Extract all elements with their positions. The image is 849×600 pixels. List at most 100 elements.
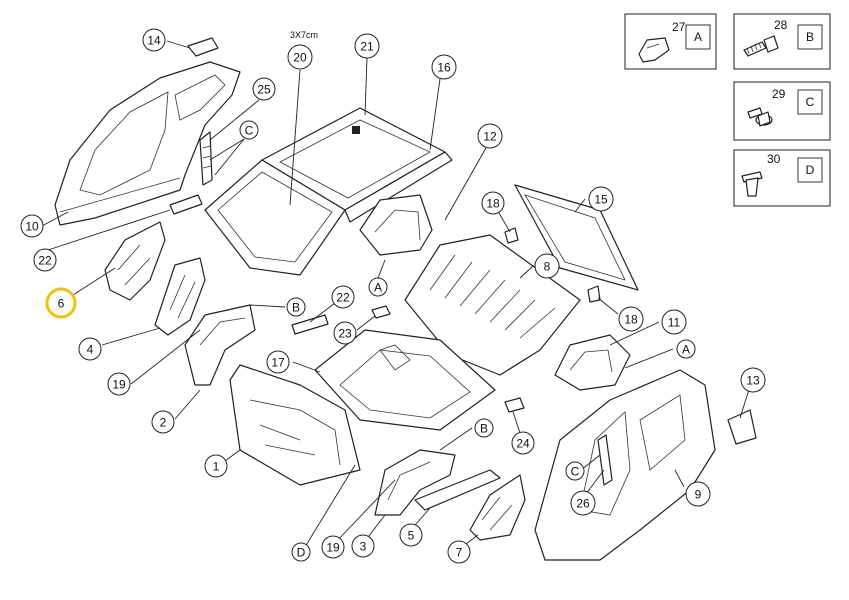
callout-label: C xyxy=(245,124,254,138)
callout-label: 12 xyxy=(483,130,497,144)
callout-10: 10 xyxy=(20,214,44,238)
callout-7: 7 xyxy=(447,540,471,564)
callout-label: 17 xyxy=(271,356,285,370)
callout-label: B xyxy=(480,422,488,436)
callout-label: 15 xyxy=(594,193,608,207)
part-6-front-fender xyxy=(104,221,166,301)
part-7-rear-fender xyxy=(469,474,526,541)
callout-label: 19 xyxy=(112,378,126,392)
spec-note: 3X7cm xyxy=(290,30,318,40)
part-2-front-wheelhouse xyxy=(184,304,256,386)
part-24-pad xyxy=(504,397,525,413)
callout-8: 8 xyxy=(534,253,560,279)
callout-label: 18 xyxy=(486,197,500,211)
callout-label: 19 xyxy=(326,541,340,555)
legend-item-29: 29 C xyxy=(733,81,831,141)
callout-label: 1 xyxy=(213,460,220,474)
part-16-roof-rail xyxy=(344,151,453,223)
legend-item-27: 27 A xyxy=(624,13,717,70)
callout-5: 5 xyxy=(399,523,423,547)
callout-label: 9 xyxy=(695,488,702,502)
legend-letter: C xyxy=(806,95,815,109)
part-3-wheelhouse-lower xyxy=(374,449,456,516)
callout-1: 1 xyxy=(204,454,228,478)
part-17-front-floor xyxy=(314,329,496,431)
callout-label: 25 xyxy=(257,83,271,97)
callout-label: B xyxy=(292,301,300,315)
callout-label: 8 xyxy=(544,260,551,274)
callout-14: 14 xyxy=(142,28,166,52)
callout-C: C xyxy=(565,461,585,481)
callout-label: 2 xyxy=(160,416,167,430)
screw-fastener-icon xyxy=(743,35,779,57)
legend-item-30: 30 D xyxy=(733,149,831,207)
callout-label: A xyxy=(374,281,382,295)
callout-C: C xyxy=(239,120,259,140)
part-22-strip xyxy=(291,314,329,335)
callout-25: 25 xyxy=(252,77,276,101)
legend-letter: D xyxy=(806,163,815,177)
callout-18: 18 xyxy=(618,306,644,332)
part-23-pad xyxy=(371,305,391,319)
fastener-legend: 27 A 28 B 29 C xyxy=(624,13,831,207)
part-4-pillar-inner xyxy=(154,257,206,336)
callout-A: A xyxy=(676,339,696,359)
part-26-pillar xyxy=(597,434,613,486)
callout-label: 4 xyxy=(87,343,94,357)
callout-label: 7 xyxy=(456,546,463,560)
callout-B: B xyxy=(286,297,306,317)
callout-A: A xyxy=(368,277,388,297)
legend-item-28: 28 B xyxy=(733,13,831,70)
callout-2: 2 xyxy=(151,410,175,434)
push-rivet-icon xyxy=(747,107,773,127)
callout-label: 26 xyxy=(576,497,590,511)
callout-9: 9 xyxy=(685,481,711,507)
callout-22: 22 xyxy=(331,285,355,309)
callout-label: D xyxy=(297,546,306,560)
callout-label: 13 xyxy=(746,374,760,388)
part-22-sill-strip xyxy=(169,194,203,215)
callout-23: 23 xyxy=(333,321,357,345)
legend-number: 30 xyxy=(767,152,781,166)
legend-number: 29 xyxy=(772,87,786,101)
callout-19: 19 xyxy=(107,372,131,396)
callout-D: D xyxy=(291,542,311,562)
callout-label: 10 xyxy=(25,220,39,234)
clip-fastener-icon xyxy=(638,37,670,63)
callout-21: 21 xyxy=(354,33,380,59)
legend-number: 27 xyxy=(672,20,686,34)
part-9-body-side-right xyxy=(534,369,716,561)
part-1-dash-panel xyxy=(229,364,361,486)
callout-label: 20 xyxy=(293,51,307,65)
callout-label: 14 xyxy=(147,34,161,48)
callout-16: 16 xyxy=(431,54,457,80)
part-18-clip-upper xyxy=(504,227,519,244)
callout-B: B xyxy=(474,418,494,438)
callout-label: 16 xyxy=(437,61,451,75)
callout-24: 24 xyxy=(511,431,535,455)
callout-13: 13 xyxy=(740,367,766,393)
plug-fastener-icon xyxy=(741,171,763,197)
callout-22: 22 xyxy=(33,248,57,272)
callout-17: 17 xyxy=(266,350,290,374)
part-12-wheelhouse-inner xyxy=(359,194,433,256)
part-5-sill xyxy=(414,469,501,511)
callout-15: 15 xyxy=(588,186,614,212)
part-15-rear-panel xyxy=(514,184,639,291)
part-14-patch xyxy=(187,37,219,57)
callout-label: 24 xyxy=(516,437,530,451)
callout-19: 19 xyxy=(321,535,345,559)
callout-6-highlighted: 6 xyxy=(45,287,77,319)
part-13-patch xyxy=(727,409,757,445)
callout-label: 3 xyxy=(360,540,367,554)
callout-26: 26 xyxy=(570,490,596,516)
callout-label: 18 xyxy=(624,313,638,327)
part-25-pillar-reinforcement xyxy=(199,131,213,186)
callout-label: A xyxy=(682,343,690,357)
part-10-body-side-left xyxy=(54,61,241,226)
legend-letter: B xyxy=(806,30,814,44)
callout-3: 3 xyxy=(351,534,375,558)
callout-label: 6 xyxy=(58,297,65,311)
